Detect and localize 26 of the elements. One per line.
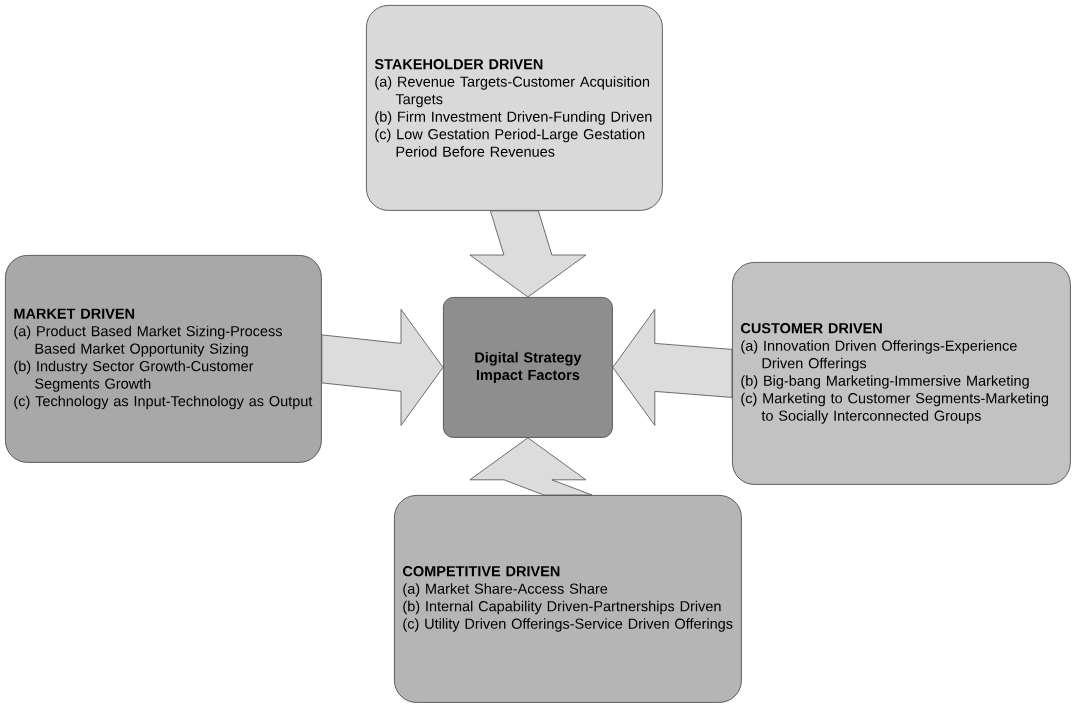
title-text: Digital Strategy Impact Factors: [475, 351, 582, 383]
list-item: (b) Internal Capability Driven-Partnerships Driven: [403, 600, 721, 615]
rounded-box: [732, 262, 1071, 485]
block-arrow: [469, 210, 587, 298]
rounded-box: [366, 5, 663, 211]
list-item: (a) Revenue Targets-Customer Acquisition Targets: [375, 76, 650, 108]
block-arrow: [321, 309, 444, 426]
heading: CUSTOMER DRIVEN: [741, 323, 882, 334]
list-item: (a) Product Based Market Sizing-Process Based Market Opportunity Sizing: [14, 325, 282, 357]
heading: COMPETITIVE DRIVEN: [403, 566, 560, 577]
list-item: (c) Low Gestation Period-Large Gestation Period Before Revenues: [375, 128, 645, 157]
list-item: (a) Market Share-Access Share: [403, 583, 608, 597]
list-item: (b) Big-bang Marketing-Immersive Marketing: [741, 375, 1029, 389]
heading: STAKEHOLDER DRIVEN: [374, 59, 543, 70]
list-item: (b) Firm Investment Driven-Funding Driven: [375, 111, 652, 125]
list-item: (a) Innovation Driven Offerings-Experience Driven Offerings: [741, 340, 1017, 372]
list-item: (c) Utility Driven Offerings-Service Driven Offerings: [403, 618, 733, 632]
block-arrow: [612, 309, 733, 426]
rounded-box: [394, 495, 742, 703]
rounded-box: [443, 297, 613, 438]
rounded-box: [5, 255, 322, 463]
heading: MARKET DRIVEN: [14, 308, 135, 319]
list-item: (c) Marketing to Customer Segments-Marketing to Socially Interconnected Groups: [741, 392, 1049, 424]
list-item: (b) Industry Sector Growth-Customer Segments Growth: [14, 360, 254, 392]
list-item: (c) Technology as Input-Technology as Output: [14, 395, 313, 410]
block-arrow: [469, 437, 593, 496]
